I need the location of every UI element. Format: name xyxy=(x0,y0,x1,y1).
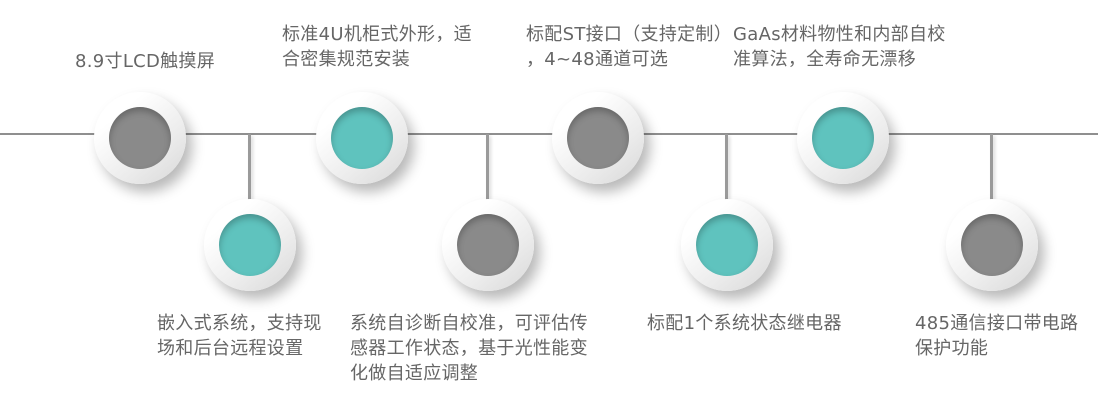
feature-label-3: 标准4U机柜式外形，适 合密集规范安装 xyxy=(282,24,472,70)
node-ring-icon xyxy=(946,199,1038,291)
feature-label-4: 系统自诊断自校准，可评估传 感器工作状态，基于光性能变 化做自适应调整 xyxy=(350,313,588,384)
node-ring-icon xyxy=(797,92,889,184)
feature-label-2: 嵌入式系统，支持现 场和后台远程设置 xyxy=(157,313,322,359)
teal-dot-icon xyxy=(696,214,758,276)
feature-label-5: 标配ST接口（支持定制） ，4~48通道可选 xyxy=(526,24,733,70)
timeline-node-2 xyxy=(204,199,296,291)
gray-dot-icon xyxy=(567,107,629,169)
timeline-node-6 xyxy=(681,199,773,291)
connector-line xyxy=(990,134,993,210)
feature-label-7: GaAs材料物性和内部自校 准算法，全寿命无漂移 xyxy=(733,24,946,70)
gray-dot-icon xyxy=(961,214,1023,276)
timeline-node-4 xyxy=(442,199,534,291)
node-ring-icon xyxy=(442,199,534,291)
teal-dot-icon xyxy=(812,107,874,169)
timeline-node-7 xyxy=(797,92,889,184)
teal-dot-icon xyxy=(219,214,281,276)
feature-label-1: 8.9寸LCD触摸屏 xyxy=(75,51,216,72)
node-ring-icon xyxy=(316,92,408,184)
feature-label-6: 标配1个系统状态继电器 xyxy=(647,313,842,334)
feature-label-8: 485通信接口带电路 保护功能 xyxy=(915,313,1079,359)
node-ring-icon xyxy=(552,92,644,184)
node-ring-icon xyxy=(94,92,186,184)
gray-dot-icon xyxy=(457,214,519,276)
timeline-node-5 xyxy=(552,92,644,184)
timeline-node-1 xyxy=(94,92,186,184)
connector-line xyxy=(725,134,728,210)
connector-line xyxy=(486,134,489,210)
timeline-node-3 xyxy=(316,92,408,184)
gray-dot-icon xyxy=(109,107,171,169)
timeline-node-8 xyxy=(946,199,1038,291)
node-ring-icon xyxy=(204,199,296,291)
connector-line xyxy=(248,134,251,210)
timeline-axis-line xyxy=(0,133,1098,135)
node-ring-icon xyxy=(681,199,773,291)
teal-dot-icon xyxy=(331,107,393,169)
